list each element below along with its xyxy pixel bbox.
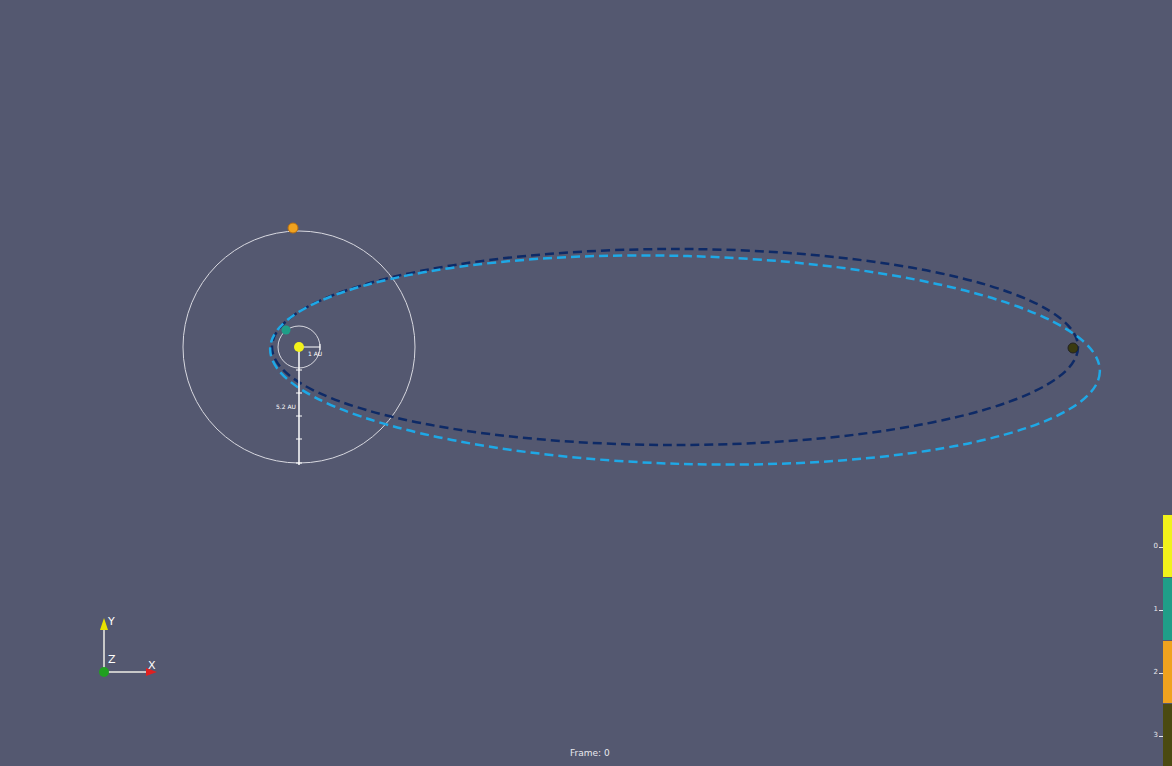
- colorbar-label: 0: [1154, 543, 1158, 550]
- scale-ticks: [296, 370, 302, 463]
- colorbar-tick: [1159, 610, 1163, 611]
- comet-orbit-light: [267, 244, 1102, 475]
- colorbar-swatch: [1163, 578, 1172, 640]
- axis-label: X: [148, 660, 156, 671]
- sun: [294, 342, 304, 352]
- frame-label: Frame: 0: [570, 749, 610, 758]
- colorbar-label: 2: [1154, 669, 1158, 676]
- colorbar-tick: [1159, 673, 1163, 674]
- scale-label: 5.2 AU: [276, 404, 296, 410]
- colorbar-swatch: [1163, 641, 1172, 703]
- scale-bar: [298, 347, 300, 465]
- colorbar-label: 1: [1154, 606, 1158, 613]
- scale-tick: [320, 344, 321, 350]
- comet: [1068, 343, 1078, 353]
- colorbar-tick: [1159, 736, 1163, 737]
- axis-y-head: [100, 618, 108, 630]
- colorbar-swatch: [1163, 515, 1172, 577]
- axis-label: Y: [108, 616, 115, 627]
- colorbar-label: 3: [1154, 732, 1158, 739]
- colorbar-swatch: [1163, 704, 1172, 766]
- colorbar-tick: [1159, 547, 1163, 548]
- axis-label: Z: [108, 654, 116, 665]
- jupiter: [288, 223, 298, 233]
- axis-y: [103, 628, 105, 672]
- earth: [282, 326, 291, 335]
- axis-z: [99, 667, 109, 677]
- scale-label: 1 AU: [308, 351, 322, 357]
- axis-x: [104, 671, 146, 673]
